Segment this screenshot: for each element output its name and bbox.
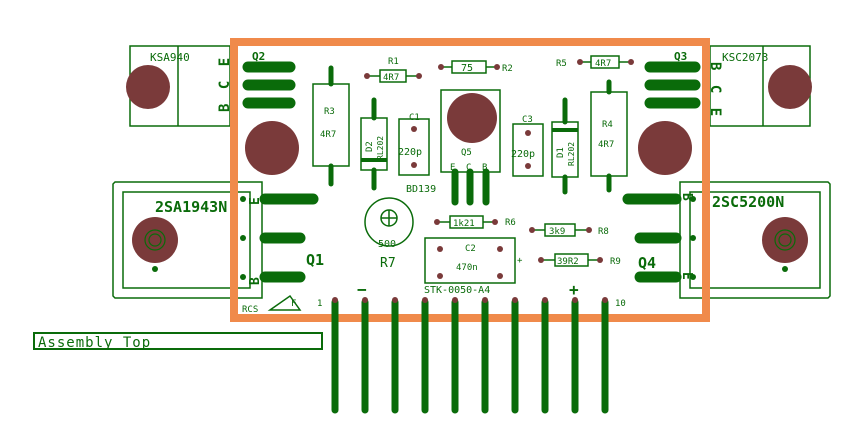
c3-value: 220p bbox=[511, 149, 535, 160]
q1-package-outline bbox=[112, 181, 263, 299]
r1-ref: R1 bbox=[388, 57, 399, 67]
pin-10-label: 10 bbox=[615, 299, 626, 309]
r3-value: 4R7 bbox=[320, 130, 336, 140]
r4-ref: R4 bbox=[602, 120, 613, 130]
q4-pin-e-label: E bbox=[679, 272, 694, 280]
r7-value: 500 bbox=[378, 239, 396, 250]
r3-ref: R3 bbox=[324, 107, 335, 117]
q1-mounting-hole bbox=[132, 217, 178, 263]
module-name: STK-0050-A4 bbox=[424, 285, 490, 296]
q4-part-label: 2SC5200N bbox=[712, 193, 784, 211]
board-mounting-hole-left bbox=[245, 121, 299, 175]
assembly-caption: Assembly Top bbox=[33, 332, 323, 351]
r8-value: 3k9 bbox=[549, 227, 565, 237]
d1-part: RL202 bbox=[567, 142, 576, 166]
pin1-fiducial bbox=[267, 294, 302, 311]
r1-value: 4R7 bbox=[383, 73, 399, 83]
q3-label: Q3 bbox=[674, 50, 687, 63]
r2-value: 75 bbox=[461, 63, 473, 74]
q5-pin-e: E bbox=[450, 163, 455, 173]
q3-pin-labels: B C E bbox=[707, 62, 723, 119]
q3-part-label: KSC2073 bbox=[722, 51, 768, 64]
q4-mounting-hole bbox=[762, 217, 808, 263]
d2-ref: D2 bbox=[365, 141, 375, 152]
q2-mounting-hole bbox=[126, 65, 170, 109]
q1-part-label: 2SA1943N bbox=[155, 198, 227, 216]
r4-body bbox=[590, 91, 628, 177]
r5-value: 4R7 bbox=[595, 59, 611, 69]
c1-body bbox=[398, 118, 430, 176]
edge-connector-pins bbox=[331, 298, 609, 414]
minus-label: − bbox=[357, 280, 367, 299]
r5-ref: R5 bbox=[556, 59, 567, 69]
r9-value: 39R2 bbox=[557, 257, 579, 267]
q5-label: Q5 bbox=[461, 148, 472, 158]
q4-pin-b-label: B bbox=[679, 193, 694, 201]
c2-plus: + bbox=[517, 256, 523, 266]
q2-part-label: KSA940 bbox=[150, 51, 190, 64]
q4-package-outline bbox=[679, 181, 831, 299]
r6-value: 1k21 bbox=[453, 219, 475, 229]
q4-label: Q4 bbox=[638, 254, 656, 272]
q1-label: Q1 bbox=[306, 251, 324, 269]
plus-label: + bbox=[569, 280, 579, 299]
q5-pin-b: B bbox=[482, 163, 487, 173]
r8-ref: R8 bbox=[598, 227, 609, 237]
q1-pin-b-label: B bbox=[248, 277, 263, 285]
q5-part-label: BD139 bbox=[406, 184, 436, 195]
r7-trimmer bbox=[364, 197, 414, 247]
r3-body bbox=[312, 83, 350, 167]
d2-part: RL202 bbox=[376, 136, 385, 160]
r4-value: 4R7 bbox=[598, 140, 614, 150]
q3-mounting-hole bbox=[768, 65, 812, 109]
q1-pin-e-label: E bbox=[248, 197, 263, 205]
q5-pin-c: C bbox=[466, 163, 471, 173]
r6-ref: R6 bbox=[505, 218, 516, 228]
pin-1-label: 1 bbox=[317, 299, 322, 309]
r2-ref: R2 bbox=[502, 64, 513, 74]
r7-ref: R7 bbox=[380, 256, 396, 271]
board-mounting-hole-right bbox=[638, 121, 692, 175]
c2-body bbox=[424, 237, 516, 284]
c3-ref: C3 bbox=[522, 115, 533, 125]
c2-value: 470n bbox=[456, 263, 478, 273]
c2-ref: C2 bbox=[465, 244, 476, 254]
board-outline bbox=[230, 38, 710, 322]
r9-ref: R9 bbox=[610, 257, 621, 267]
q5-mounting-hole bbox=[447, 93, 497, 143]
fiducial-label: F bbox=[291, 299, 296, 309]
q2-label: Q2 bbox=[252, 50, 265, 63]
c1-value: 220p bbox=[398, 147, 422, 158]
d1-ref: D1 bbox=[556, 147, 566, 158]
q2-pin-labels: B C E bbox=[217, 55, 233, 112]
c1-ref: C1 bbox=[409, 113, 420, 123]
rcs-label: RCS bbox=[242, 305, 258, 315]
c3-body bbox=[512, 123, 544, 177]
